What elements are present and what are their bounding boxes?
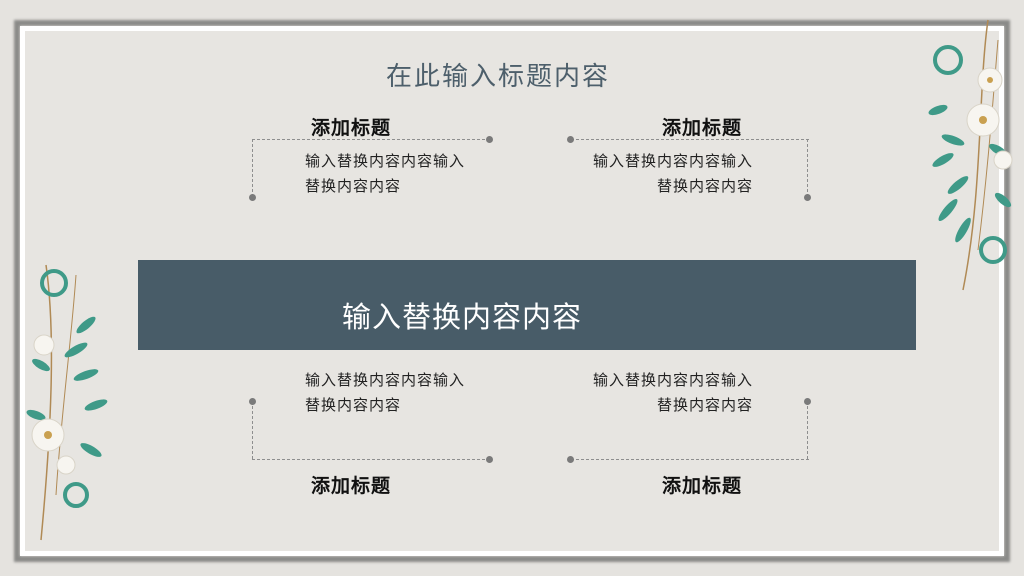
text-line: 输入替换内容内容输入 xyxy=(592,371,753,389)
text-line: 输入替换内容内容输入 xyxy=(592,152,753,170)
connector-top-right-v xyxy=(807,139,808,197)
heading-top-right: 添加标题 xyxy=(662,117,743,139)
connector-top-right-h xyxy=(571,139,809,140)
connector-bottom-right-h xyxy=(571,459,809,460)
connector-top-left-h xyxy=(252,139,490,140)
connector-bottom-right-v xyxy=(807,401,808,459)
connector-bottom-left-v xyxy=(252,401,253,459)
slide-title-text: 在此输入标题内容 xyxy=(385,62,610,92)
connector-dot xyxy=(249,194,256,201)
connector-bottom-left-h xyxy=(252,459,490,460)
text-line: 替换内容内容 xyxy=(305,396,402,414)
banner-text: 输入替换内容内容 xyxy=(342,300,583,334)
connector-top-left-v xyxy=(252,139,253,197)
connector-dot xyxy=(486,136,493,143)
content-banner xyxy=(138,260,916,350)
floral-decoration-icon xyxy=(26,264,108,541)
text-line: 替换内容内容 xyxy=(305,177,402,195)
frame-shadow xyxy=(14,20,1010,562)
text-line: 输入替换内容内容输入 xyxy=(305,152,466,170)
connector-dot xyxy=(567,456,574,463)
text-bottom-left: 输入替换内容内容输入 替换内容内容 xyxy=(305,368,465,418)
text-line: 替换内容内容 xyxy=(656,177,753,195)
connector-dot xyxy=(249,398,256,405)
text-line: 输入替换内容内容输入 xyxy=(305,371,466,389)
connector-dot xyxy=(804,194,811,201)
floral-decoration-icon xyxy=(928,19,1013,291)
heading-top-left: 添加标题 xyxy=(311,117,392,139)
text-top-left: 输入替换内容内容输入 替换内容内容 xyxy=(305,149,465,199)
connector-dot xyxy=(567,136,574,143)
text-bottom-right: 输入替换内容内容输入 替换内容内容 xyxy=(583,368,753,418)
slide-title: 在此输入标题内容 xyxy=(0,56,1024,93)
connector-dot xyxy=(486,456,493,463)
heading-bottom-left: 添加标题 xyxy=(311,475,392,497)
heading-bottom-right: 添加标题 xyxy=(662,475,743,497)
text-top-right: 输入替换内容内容输入 替换内容内容 xyxy=(583,149,753,199)
text-line: 替换内容内容 xyxy=(656,396,753,414)
connector-dot xyxy=(804,398,811,405)
